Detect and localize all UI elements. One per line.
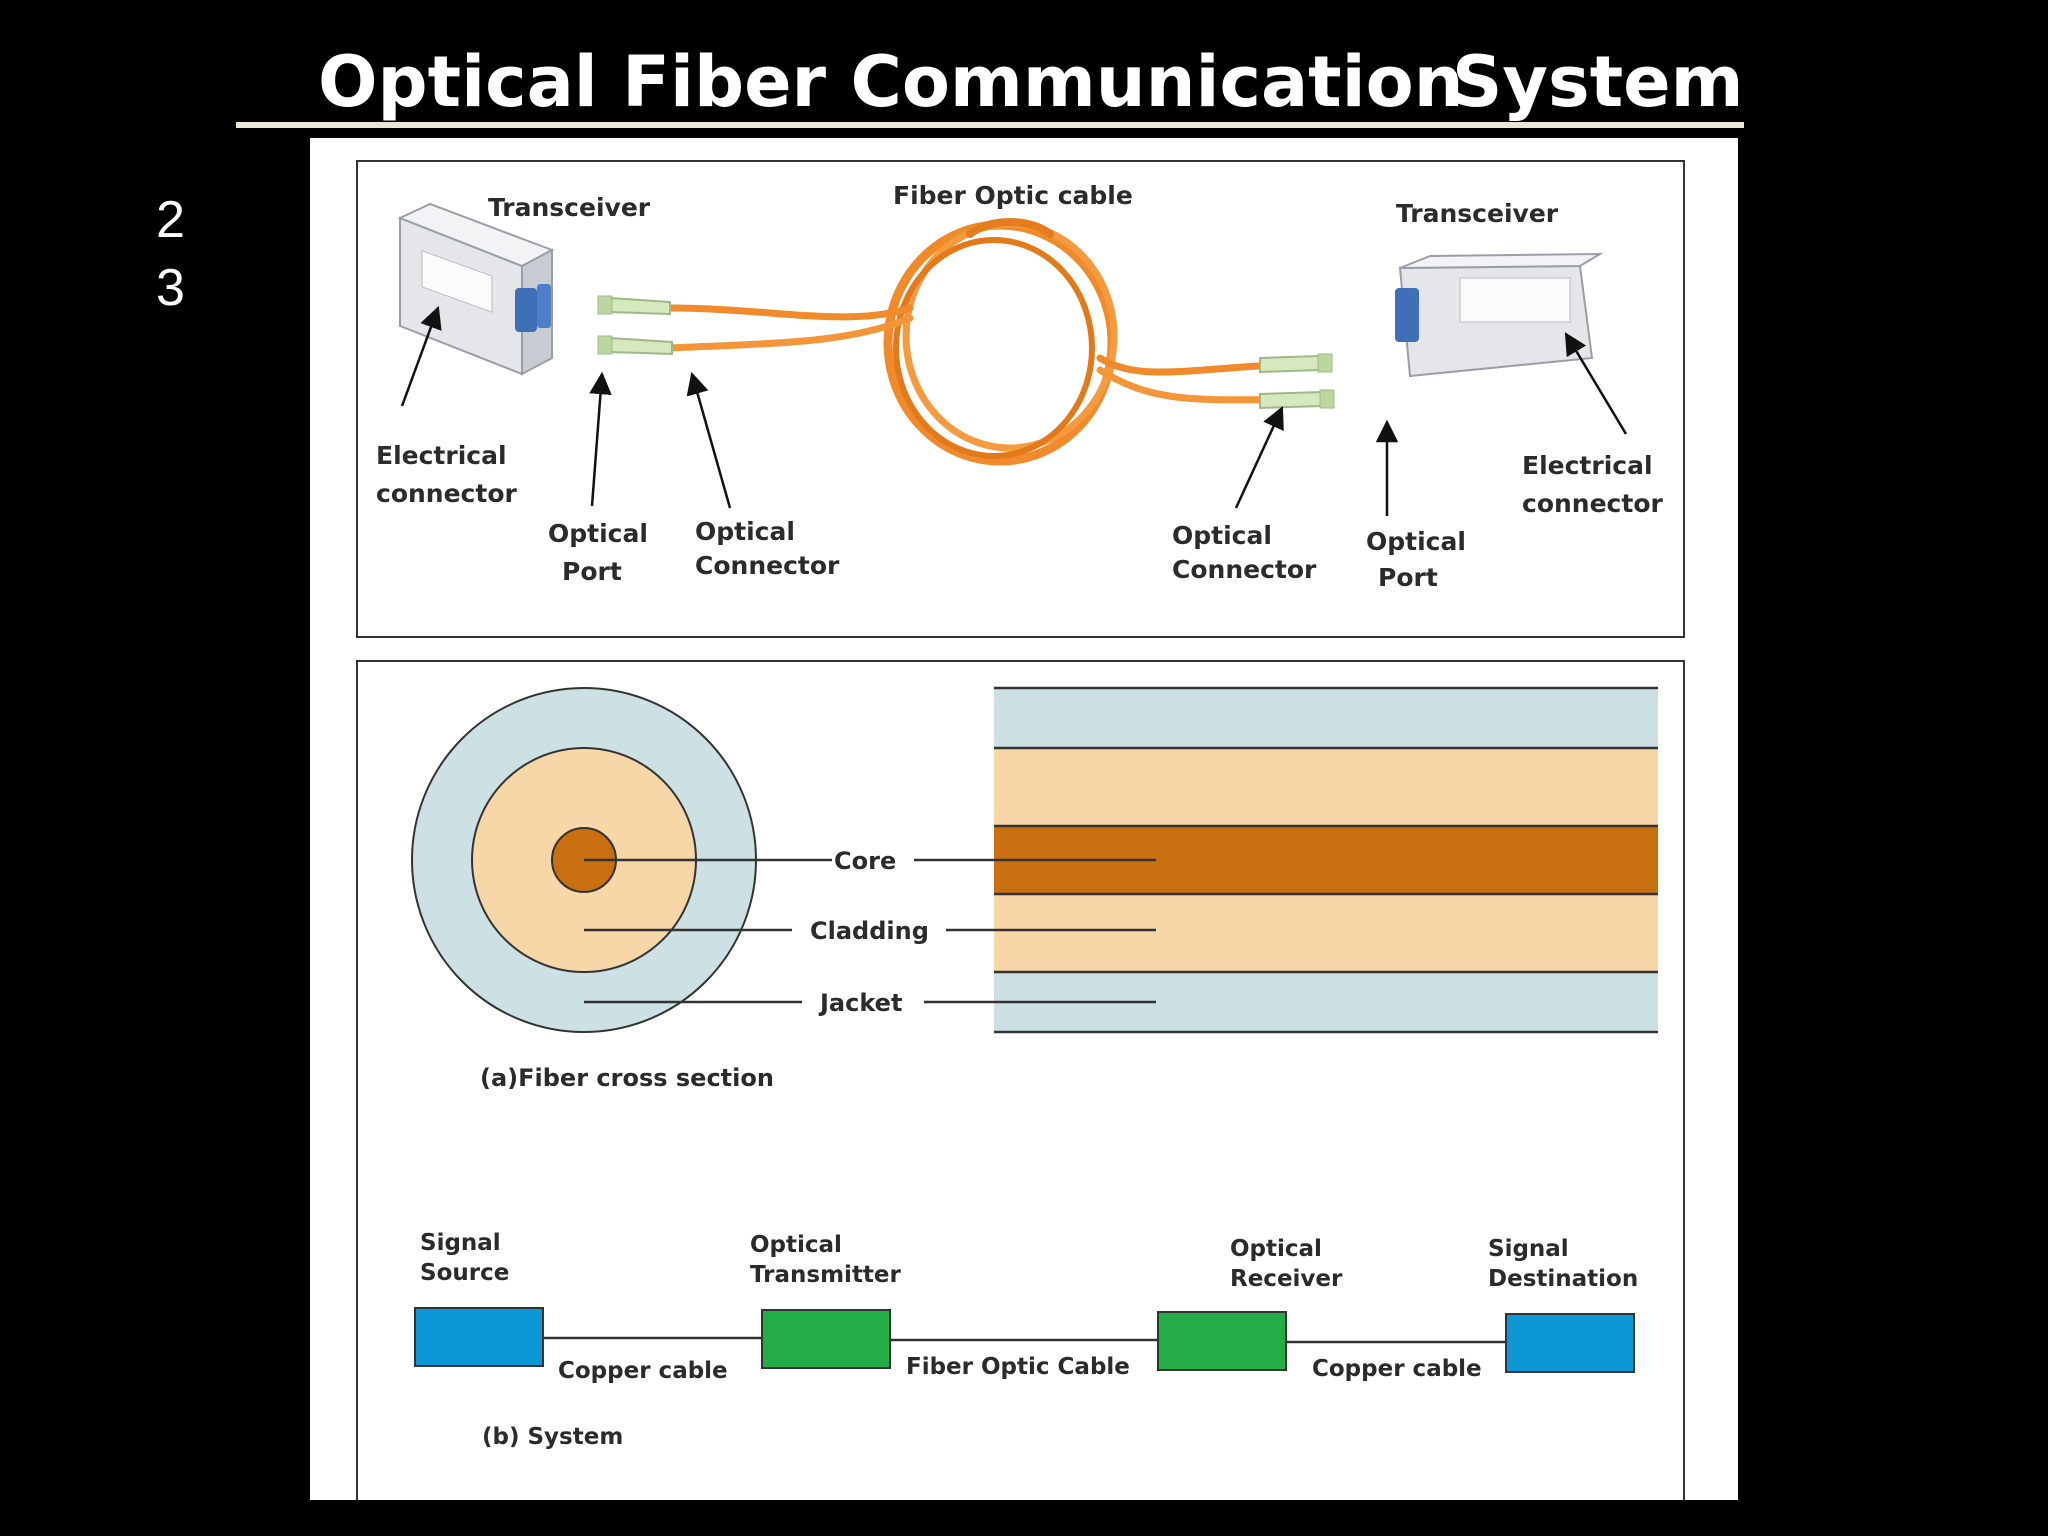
right-port-label-2: Port (1378, 563, 1438, 592)
copper-cable-label-2: Copper cable (1312, 1356, 1482, 1382)
cable-label: Fiber Optic cable (893, 181, 1133, 210)
core-label: Core (834, 847, 896, 875)
slide-number: 2 3 (156, 186, 185, 322)
right-connector-label-2: Connector (1172, 555, 1317, 584)
right-electrical-label-2: connector (1522, 489, 1663, 518)
slide-number-line1: 2 (156, 191, 185, 249)
optical-transmitter-label-1: Optical (750, 1232, 842, 1258)
title-underline-2 (1452, 122, 1744, 128)
slide-title: Optical Fiber Communication System (230, 34, 1750, 130)
title-underline-1 (236, 122, 1462, 128)
right-transceiver-image (1395, 252, 1604, 378)
left-transceiver-image (397, 202, 555, 376)
system-caption: (b) System (482, 1424, 623, 1450)
optical-receiver-block (1157, 1311, 1287, 1371)
left-transceiver-label: Transceiver (488, 193, 651, 222)
fiber-cable-image (666, 218, 1324, 466)
slide-title-part1: Optical Fiber Communication (318, 41, 1464, 123)
signal-source-label-2: Source (420, 1260, 509, 1286)
left-connector-label-2: Connector (695, 551, 840, 580)
components-frame (356, 160, 1685, 638)
slide-number-line2: 3 (156, 259, 185, 317)
optical-transmitter-block (761, 1309, 891, 1369)
left-connector-label-1: Optical (695, 517, 795, 546)
fiber-optic-cable-label: Fiber Optic Cable (906, 1354, 1130, 1380)
right-transceiver-label: Transceiver (1396, 199, 1559, 228)
left-optical-connector-image (597, 295, 673, 356)
left-electrical-label-2: connector (376, 479, 517, 508)
right-optical-connector-image (1259, 353, 1335, 410)
diagram-panel: Transceiver Fiber Optic cable Transceive… (310, 138, 1738, 1536)
signal-source-block (414, 1307, 544, 1367)
signal-source-label-1: Signal (420, 1230, 501, 1256)
left-port-label-2: Port (562, 557, 622, 586)
left-port-label-1: Optical (548, 519, 648, 548)
left-connector-arrow (686, 371, 732, 509)
signal-destination-block (1505, 1313, 1635, 1373)
optical-transmitter-label-2: Transmitter (750, 1262, 902, 1288)
signal-destination-label-2: Destination (1488, 1266, 1638, 1292)
diagram-svg: Transceiver Fiber Optic cable Transceive… (356, 160, 1685, 1536)
left-electrical-arrow (400, 305, 442, 407)
fiber-longitudinal-view (994, 686, 1658, 1034)
cross-section-frame (356, 660, 1685, 1536)
optical-receiver-label-2: Receiver (1230, 1266, 1343, 1292)
copper-cable-label-1: Copper cable (558, 1358, 728, 1384)
signal-destination-label-1: Signal (1488, 1236, 1569, 1262)
right-connector-arrow (1234, 405, 1284, 509)
cross-section-caption: (a)Fiber cross section (480, 1064, 774, 1092)
optical-receiver-label-1: Optical (1230, 1236, 1322, 1262)
right-electrical-arrow (1564, 332, 1628, 435)
slide-title-part2: System (1452, 41, 1744, 123)
left-port-arrow (589, 371, 612, 507)
left-electrical-label-1: Electrical (376, 441, 507, 470)
jacket-label: Jacket (818, 989, 902, 1017)
cladding-label: Cladding (810, 917, 929, 945)
right-electrical-label-1: Electrical (1522, 451, 1653, 480)
right-port-label-1: Optical (1366, 527, 1466, 556)
right-connector-label-1: Optical (1172, 521, 1272, 550)
